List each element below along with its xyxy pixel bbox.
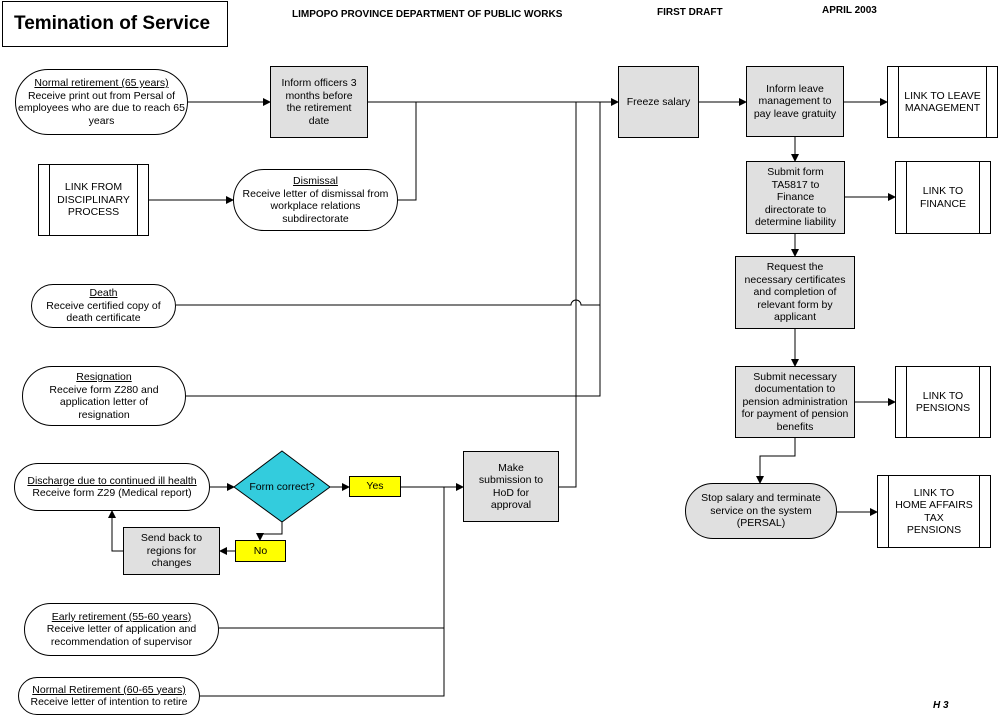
node-text: Receive form Z29 (Medical report) xyxy=(32,487,192,499)
node-text: Receive certified copy of death certific… xyxy=(46,299,161,325)
node-heading: Normal Retirement (60-65 years) xyxy=(32,683,186,696)
send-back-node: Send back to regions for changes xyxy=(123,527,220,575)
node-heading: Death xyxy=(89,287,118,300)
no-label: No xyxy=(235,540,286,562)
node-heading: Dismissal xyxy=(293,175,338,187)
node-line: LINK TO xyxy=(913,486,955,499)
normal-retirement-60-node: Normal Retirement (60-65 years) Receive … xyxy=(18,677,200,715)
node-heading: Discharge due to continued ill health xyxy=(27,474,197,487)
node-text: Receive letter of dismissal from workpla… xyxy=(242,187,389,225)
yes-label: Yes xyxy=(349,476,401,497)
node-text: Receive letter of intention to retire xyxy=(30,696,188,708)
link-from-disciplinary-node: LINK FROM DISCIPLINARY PROCESS xyxy=(38,164,149,236)
diagram-title: Temination of Service xyxy=(2,1,228,47)
draft-label: FIRST DRAFT xyxy=(657,7,723,18)
node-text: Receive form Z280 and application letter… xyxy=(49,383,159,421)
page-reference: H 3 xyxy=(933,700,949,711)
link-to-home-affairs-node: LINK TO HOME AFFAIRS TAX PENSIONS xyxy=(877,475,991,548)
node-line: PENSIONS xyxy=(906,524,962,536)
link-to-leave-node: LINK TO LEAVE MANAGEMENT xyxy=(887,66,998,138)
date-label: APRIL 2003 xyxy=(822,5,877,16)
normal-retirement-65-node: Normal retirement (65 years) Receive pri… xyxy=(15,69,188,135)
dismissal-node: Dismissal Receive letter of dismissal fr… xyxy=(233,169,398,231)
stop-salary-node: Stop salary and terminate service on the… xyxy=(685,483,837,539)
request-certificates-node: Request the necessary certificates and c… xyxy=(735,256,855,329)
submit-documentation-node: Submit necessary documentation to pensio… xyxy=(735,366,855,438)
inform-officers-node: Inform officers 3 months before the reti… xyxy=(270,66,368,138)
node-text: Receive print out from Persal of employe… xyxy=(18,89,185,127)
node-line: HOME AFFAIRS xyxy=(895,499,973,511)
early-retirement-node: Early retirement (55-60 years) Receive l… xyxy=(24,603,219,656)
node-heading: Early retirement (55-60 years) xyxy=(51,610,192,623)
submit-ta5817-node: Submit form TA5817 to Finance directorat… xyxy=(746,161,845,234)
node-heading: Resignation xyxy=(76,371,132,383)
link-to-pensions-node: LINK TO PENSIONS xyxy=(895,366,991,438)
ill-health-node: Discharge due to continued ill health Re… xyxy=(14,463,210,511)
department-name: LIMPOPO PROVINCE DEPARTMENT OF PUBLIC WO… xyxy=(292,9,563,20)
node-heading: Normal retirement (65 years) xyxy=(34,77,169,89)
death-node: Death Receive certified copy of death ce… xyxy=(31,284,176,328)
form-correct-decision: Form correct? xyxy=(249,480,315,493)
link-to-finance-node: LINK TO FINANCE xyxy=(895,161,991,234)
hod-submission-node: Make submission to HoD for approval xyxy=(463,451,559,522)
resignation-node: Resignation Receive form Z280 and applic… xyxy=(22,366,186,426)
node-line: TAX xyxy=(924,511,944,524)
inform-leave-node: Inform leave management to pay leave gra… xyxy=(746,66,844,137)
node-text: Receive letter of application and recomm… xyxy=(46,623,197,648)
freeze-salary-node: Freeze salary xyxy=(618,66,699,138)
